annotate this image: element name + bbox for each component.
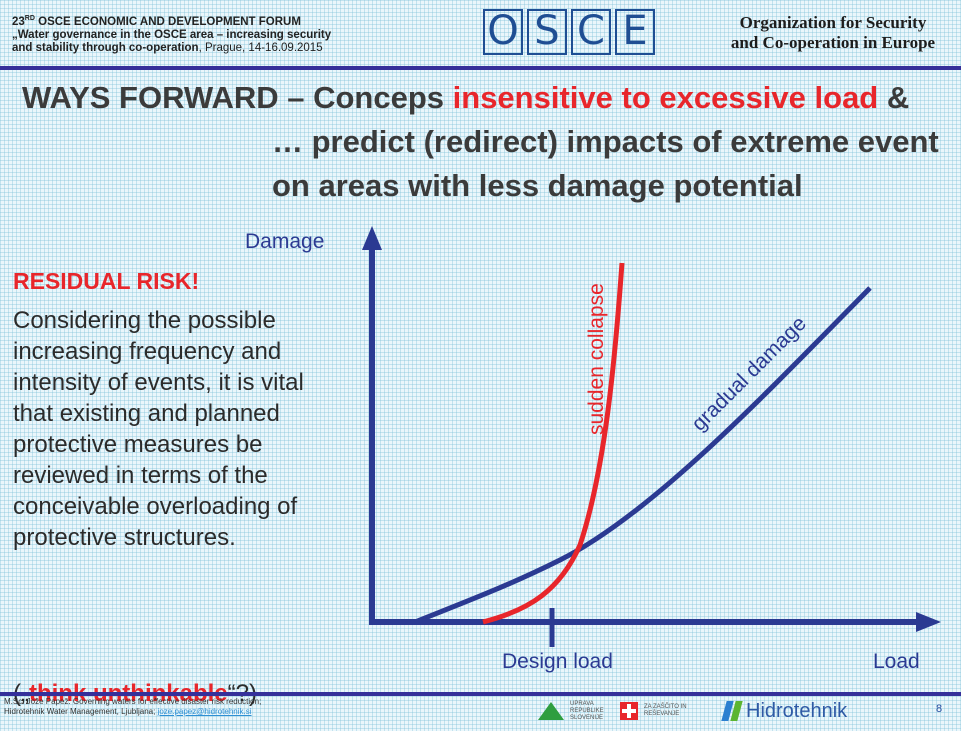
- forum-subtitle-1: „Water governance in the OSCE area – inc…: [12, 28, 332, 41]
- uprava-mountain-icon: [538, 702, 564, 720]
- y-axis-arrow-icon: [362, 226, 382, 250]
- slide-title-line-2: … predict (redirect) impacts of extreme …: [272, 124, 939, 159]
- footer-credits: M.Sc. Jože Papež: Governing waters for e…: [4, 697, 261, 717]
- sudden-collapse-label: sudden collapse: [585, 283, 608, 435]
- forum-place: , Prague, 14-16.09.2015: [198, 41, 323, 54]
- footer-divider: [0, 692, 961, 696]
- osce-logo-letter: S: [527, 9, 567, 55]
- footer-line-2: Hidrotehnik Water Management, Ljubljana;: [4, 707, 158, 716]
- osce-logo-letter: O: [483, 9, 523, 55]
- gradual-damage-line: [414, 286, 872, 625]
- hidrotehnik-logo-icon: [721, 701, 743, 721]
- x-axis-arrow-icon: [916, 612, 941, 632]
- sponsor-uprava: UPRAVA REPUBLIKE SLOVENIJE: [570, 700, 604, 721]
- sudden-collapse-line: [482, 262, 625, 625]
- forum-number-suffix: RD: [24, 15, 35, 22]
- forum-subtitle-2: and stability through co-operation: [12, 41, 199, 54]
- org-name-line-1: Organization for Security: [739, 13, 927, 32]
- header-divider: [0, 66, 961, 70]
- org-name-line-2: and Co-operation in Europe: [730, 33, 936, 52]
- sponsor-logos: UPRAVA REPUBLIKE SLOVENIJE ZA ZAŠČITO IN…: [538, 697, 847, 725]
- sponsor-hidrotehnik: Hidrotehnik: [746, 699, 848, 722]
- title-text-end: &: [878, 80, 910, 115]
- osce-logo-letter: E: [615, 9, 655, 55]
- osce-logo: O S C E: [483, 9, 655, 55]
- x-axis-label: Load: [873, 650, 920, 673]
- page-number: 8: [936, 703, 943, 715]
- title-highlight: insensitive to excessive load: [452, 80, 879, 115]
- civil-protection-icon: [620, 702, 638, 720]
- forum-title: OSCE ECONOMIC AND DEVELOPMENT FORUM: [38, 15, 301, 28]
- design-load-label: Design load: [502, 650, 613, 673]
- forum-header: 23RD OSCE ECONOMIC AND DEVELOPMENT FORUM…: [12, 12, 432, 55]
- slide-title-line-3: on areas with less damage potential: [272, 168, 803, 203]
- footer-line-1: M.Sc. Jože Papež: Governing waters for e…: [4, 697, 262, 706]
- gradual-damage-label: gradual damage: [687, 312, 811, 436]
- organization-name: Organization for Security and Co-operati…: [708, 13, 958, 53]
- slide-title-line-1: WAYS FORWARD – Conceps insensitive to ex…: [22, 80, 909, 116]
- sponsor-zascito: ZA ZAŠČITO IN REŠEVANJE: [644, 704, 687, 717]
- y-axis-label: Damage: [245, 230, 324, 253]
- forum-number: 23: [12, 15, 25, 28]
- osce-logo-letter: C: [571, 9, 611, 55]
- residual-risk-heading: RESIDUAL RISK!: [13, 268, 200, 294]
- title-text: WAYS FORWARD – Conceps: [22, 80, 453, 115]
- residual-risk-body: Considering the possible increasing freq…: [13, 307, 304, 551]
- footer-email-link[interactable]: joze.papez@hidrotehnik.si: [157, 707, 252, 716]
